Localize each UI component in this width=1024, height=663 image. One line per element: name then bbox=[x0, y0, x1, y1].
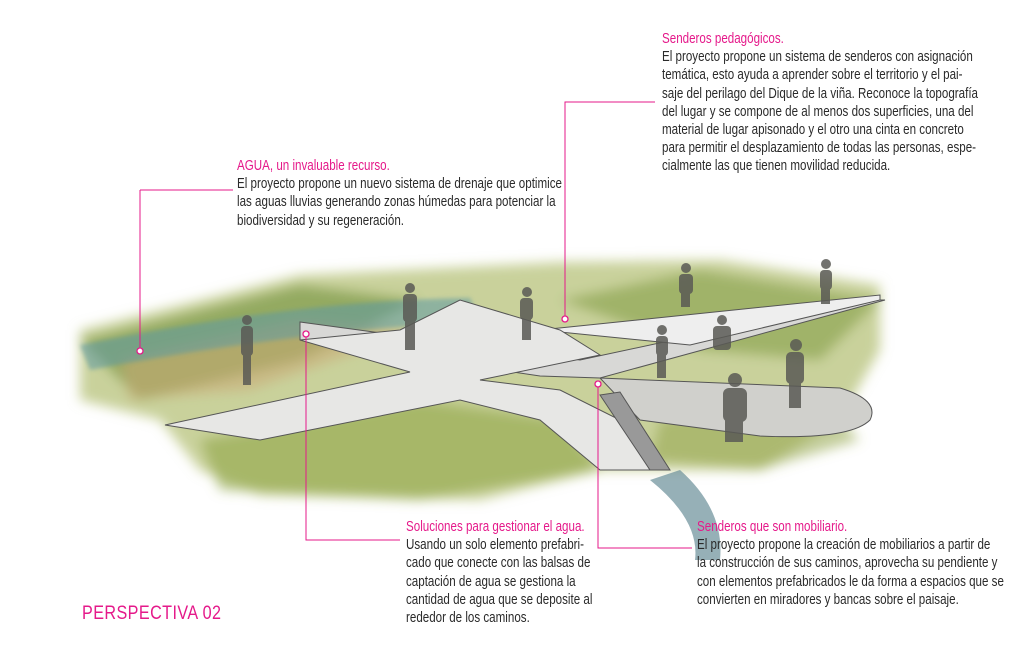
text-line: rededor de los caminos. bbox=[406, 610, 530, 627]
section-soluciones-agua: Soluciones para gestionar el agua. Usand… bbox=[406, 518, 592, 627]
text-line: Usando un solo elemento prefabri- bbox=[406, 537, 584, 554]
section-title: Senderos pedagógicos. bbox=[662, 31, 784, 47]
text-line: cialmente las que tienen movilidad reduc… bbox=[662, 158, 891, 175]
leader-markers bbox=[136, 315, 602, 388]
text-line: biodiversidad y su regeneración. bbox=[237, 212, 405, 229]
section-agua: AGUA, un invaluable recurso. El proyecto… bbox=[237, 157, 562, 230]
water-channel bbox=[80, 298, 480, 370]
figure-caption: PERSPECTIVA 02 bbox=[82, 603, 222, 624]
section-title: Soluciones para gestionar el agua. bbox=[406, 519, 585, 535]
leader-lines bbox=[139, 101, 692, 549]
text-line: cado que conecte con las balsas de bbox=[406, 555, 591, 572]
text-line: convierten en miradores y bancas sobre e… bbox=[697, 591, 959, 608]
text-line: con elementos prefabricados le da forma … bbox=[697, 573, 1004, 590]
text-line: la construcción de sus caminos, aprovech… bbox=[697, 555, 998, 572]
section-title: Senderos que son mobiliario. bbox=[697, 519, 848, 535]
water-outflow bbox=[650, 470, 721, 560]
section-title: AGUA, un invaluable recurso. bbox=[237, 158, 390, 174]
people-silhouettes bbox=[241, 259, 832, 442]
concrete-paths bbox=[164, 294, 886, 471]
text-line: El proyecto propone la creación de mobil… bbox=[697, 537, 991, 554]
text-line: saje del perilago del Dique de la viña. … bbox=[662, 85, 978, 102]
text-line: del lugar y se compone de al menos dos s… bbox=[662, 103, 974, 120]
text-line: las aguas lluvias generando zonas húmeda… bbox=[237, 194, 556, 211]
text-line: El proyecto propone un nuevo sistema de … bbox=[237, 176, 563, 193]
text-line: material de lugar apisonado y el otro un… bbox=[662, 122, 964, 139]
text-line: captación de agua se gestiona la bbox=[406, 573, 576, 590]
text-line: cantidad de agua que se deposite al bbox=[406, 591, 593, 608]
section-senderos-mobiliario: Senderos que son mobiliario. El proyecto… bbox=[697, 518, 1004, 609]
text-line: temática, esto ayuda a aprender sobre el… bbox=[662, 67, 963, 84]
text-line: El proyecto propone un sistema de sender… bbox=[662, 49, 973, 66]
section-senderos-pedagogicos: Senderos pedagógicos. El proyecto propon… bbox=[662, 30, 978, 176]
text-line: para permitir el desplazamiento de todas… bbox=[662, 140, 977, 157]
